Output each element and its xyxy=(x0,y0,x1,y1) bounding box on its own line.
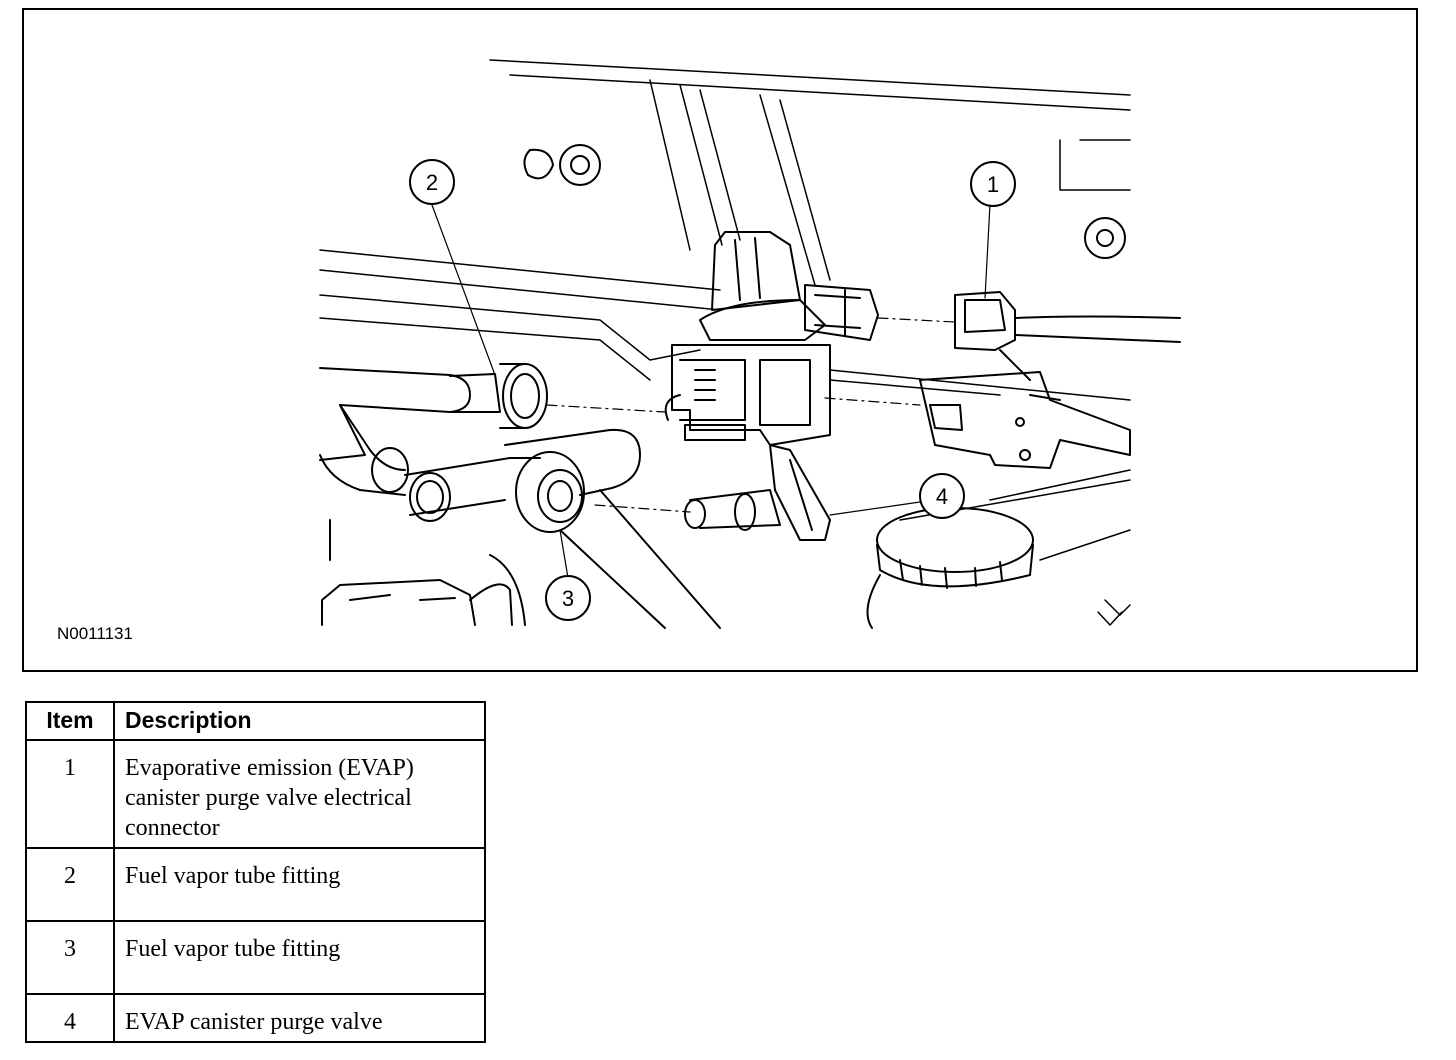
callout-4: 4 xyxy=(919,473,965,519)
callout-1: 1 xyxy=(970,161,1016,207)
legend-item-description: Fuel vapor tube fitting xyxy=(113,847,486,922)
valve-electrical-terminal xyxy=(804,284,879,341)
legend-item-description: Fuel vapor tube fitting xyxy=(113,920,486,995)
legend-header-row: Item Description xyxy=(25,701,486,741)
bolt-head-upper-right xyxy=(1084,217,1126,259)
header-item: Item xyxy=(25,701,115,741)
legend-item-description: EVAP canister purge valve xyxy=(113,993,486,1043)
legend-row: 4 EVAP canister purge valve xyxy=(25,993,486,1043)
svg-text:3: 3 xyxy=(562,586,574,611)
svg-text:1: 1 xyxy=(987,172,999,197)
svg-text:2: 2 xyxy=(426,170,438,195)
callout-3: 3 xyxy=(545,575,591,621)
fuel-vapor-hose-left xyxy=(319,363,548,496)
legend-item-number: 4 xyxy=(25,993,115,1043)
legend-row: 1 Evaporative emission (EVAP) canister p… xyxy=(25,739,486,849)
legend-table: Item Description 1 Evaporative emission … xyxy=(25,701,486,1043)
valve-outlet-nipple xyxy=(684,489,781,531)
figure-id-label: N0011131 xyxy=(57,624,133,643)
legend-item-number: 3 xyxy=(25,920,115,995)
legend-item-number: 1 xyxy=(25,739,115,849)
legend-row: 2 Fuel vapor tube fitting xyxy=(25,847,486,922)
bolt-head-upper-left xyxy=(523,144,601,186)
legend-row: 3 Fuel vapor tube fitting xyxy=(25,920,486,995)
reservoir-cap xyxy=(866,507,1034,629)
lower-left-component xyxy=(321,519,526,626)
mounting-bracket xyxy=(919,371,1131,469)
fuel-vapor-hose-lower xyxy=(404,428,721,629)
legend-item-description: Evaporative emission (EVAP) canister pur… xyxy=(113,739,486,849)
leader-lines xyxy=(431,203,991,579)
legend-item-number: 2 xyxy=(25,847,115,922)
background-panel-lines xyxy=(319,59,1131,626)
callout-2: 2 xyxy=(409,159,455,205)
header-description: Description xyxy=(113,701,486,741)
line-drawing-illustration: 1 2 3 4 xyxy=(319,59,1181,629)
wiring-harness-connector xyxy=(954,291,1181,381)
figure-frame xyxy=(22,8,1418,672)
svg-text:4: 4 xyxy=(936,484,948,509)
evap-purge-valve-body xyxy=(664,231,831,541)
